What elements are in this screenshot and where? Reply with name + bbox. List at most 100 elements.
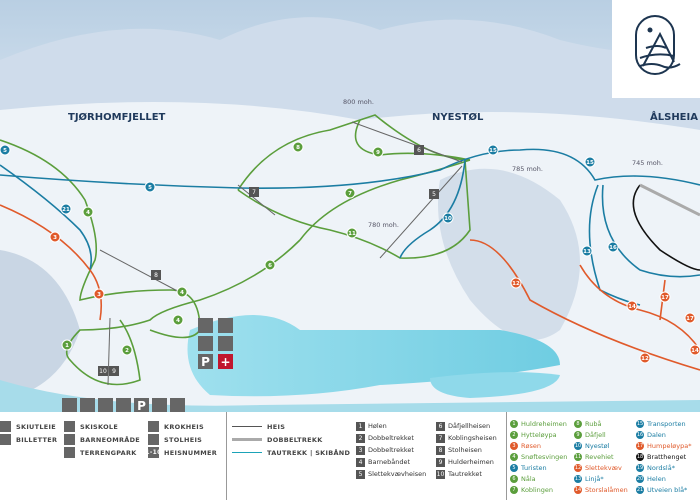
trail-marker-4: 4	[176, 286, 188, 298]
legend-ski-rental: SKIUTLEIE	[0, 420, 57, 433]
trail-marker-12: 12	[510, 277, 522, 289]
svg-text:5: 5	[432, 191, 436, 198]
trail-marker-15: 15	[584, 156, 596, 168]
svg-text:16: 16	[609, 245, 617, 251]
legend-lift-type: TAUTREKK | SKIBÅND	[232, 446, 350, 459]
svg-text:15: 15	[489, 148, 497, 154]
legend-lift-type: HEIS	[232, 420, 350, 433]
trail-marker-7: 7	[344, 187, 356, 199]
svg-text:+: +	[220, 355, 230, 369]
trail-marker-11: 11	[346, 227, 358, 239]
lift-lines	[99, 121, 700, 386]
cafe-icon	[198, 318, 213, 333]
chairlift-icon	[148, 434, 159, 445]
ski-rental-icon	[0, 421, 11, 432]
ski-trail-map: 8971164441255211515101316331212141417177…	[0, 0, 700, 412]
svg-text:17: 17	[686, 316, 694, 322]
mountain-ridge	[0, 17, 700, 131]
svg-text:10: 10	[444, 216, 452, 222]
trail-marker-14: 14	[626, 300, 638, 312]
lift-number-10: 10	[98, 366, 108, 376]
trail-marker-8: 8	[292, 141, 304, 153]
lift-number-6: 6	[414, 145, 424, 155]
svg-text:P: P	[201, 355, 210, 369]
toilet-icon	[116, 398, 131, 412]
trail-marker-21: 21	[60, 203, 72, 215]
svg-text:8: 8	[154, 272, 158, 279]
trail-marker-16: 16	[607, 241, 619, 253]
svg-text:10: 10	[99, 368, 107, 375]
svg-text:6: 6	[268, 263, 272, 269]
area-label-nyestol: NYESTØL	[432, 111, 484, 123]
trail-marker-17: 17	[659, 291, 671, 303]
elevation-label: 785 moh.	[512, 165, 543, 173]
svg-text:17: 17	[661, 295, 669, 301]
trail-marker-9: 9	[372, 146, 384, 158]
lift-line-swatch	[232, 451, 262, 454]
trail-marker-17: 17	[684, 312, 696, 324]
legend-terrain-park: TERRENGPARK	[64, 446, 140, 459]
legend-chairlift: STOLHEIS	[148, 433, 217, 446]
lift-number-5: 5	[429, 189, 439, 199]
ski-rental-icon	[218, 336, 233, 351]
terrain-park-icon	[64, 447, 75, 458]
svg-text:7: 7	[348, 191, 352, 197]
elevation-label: 745 moh.	[632, 159, 663, 167]
svg-text:12: 12	[641, 356, 649, 362]
svg-text:6: 6	[417, 147, 421, 154]
ski-school-icon	[64, 421, 75, 432]
trail-marker-5: 5	[144, 181, 156, 193]
svg-text:15: 15	[586, 160, 594, 166]
trail-marker-14: 14	[689, 344, 700, 356]
svg-text:3: 3	[97, 292, 101, 298]
trail-marker-2: 2	[121, 344, 133, 356]
lift-number-9: 9	[109, 366, 119, 376]
svg-text:2: 2	[125, 348, 129, 354]
trail-marker-15: 15	[487, 144, 499, 156]
svg-text:14: 14	[691, 348, 699, 354]
lift-line-swatch	[232, 438, 262, 441]
trail-marker-3: 3	[49, 231, 61, 243]
trail-marker-5: 5	[0, 144, 11, 156]
ticket-icon	[198, 336, 213, 351]
svg-text:1: 1	[65, 343, 69, 349]
lift-line-swatch	[232, 425, 262, 428]
legend-kids-area: BARNEOMRÅDE	[64, 433, 140, 446]
ski-school-icon	[80, 398, 95, 412]
svg-text:4: 4	[176, 318, 180, 324]
trail-marker-6: 6	[264, 259, 276, 271]
parking-icon: P	[198, 354, 213, 369]
svg-text:9: 9	[376, 150, 380, 156]
svg-text:4: 4	[86, 210, 90, 216]
restaurant-icon	[152, 398, 167, 412]
svg-text:11: 11	[348, 231, 356, 237]
legend-ticket: BILLETTER	[0, 433, 57, 446]
toilet-icon	[218, 318, 233, 333]
trail-marker-10: 10	[442, 212, 454, 224]
area-label-alsheia: ÅLSHEIA	[650, 110, 698, 123]
trail-marker-4: 4	[172, 314, 184, 326]
